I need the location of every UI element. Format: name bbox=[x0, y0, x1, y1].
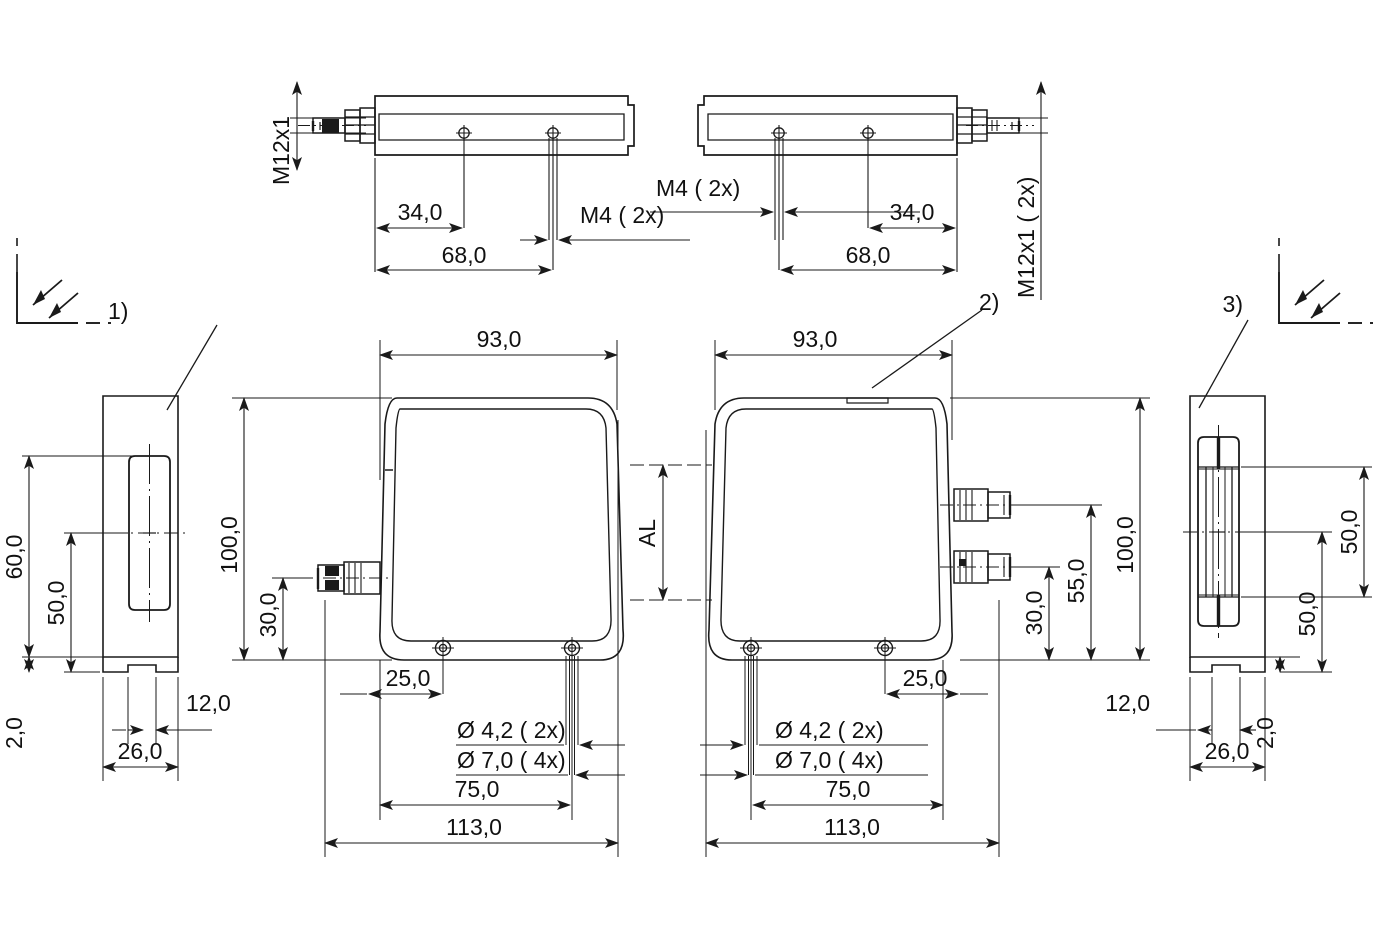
dim-dia70-left: Ø 7,0 ( 4x) bbox=[457, 747, 566, 773]
side-view-right-body bbox=[1183, 395, 1266, 673]
dim-26-right: 26,0 bbox=[1205, 738, 1250, 764]
dim-25-right: 25,0 bbox=[903, 665, 948, 691]
dim-m12x1-right: M12x1 ( 2x) bbox=[1013, 177, 1039, 298]
dim-100-left: 100,0 bbox=[216, 516, 242, 574]
dim-50-right-inner: 50,0 bbox=[1294, 592, 1320, 637]
side-view-right-dimensions bbox=[1156, 319, 1372, 781]
dim-68-left: 68,0 bbox=[442, 242, 487, 268]
front-view-left-body bbox=[300, 397, 625, 820]
front-view-right-dimensions bbox=[630, 309, 1150, 857]
top-view-left-dimensions bbox=[290, 81, 690, 275]
side-view-left-body bbox=[102, 395, 190, 673]
dim-75-left: 75,0 bbox=[455, 776, 500, 802]
dim-12-right: 12,0 bbox=[1105, 690, 1150, 716]
dim-30-right: 30,0 bbox=[1021, 591, 1047, 636]
dim-dia42-left: Ø 4,2 ( 2x) bbox=[457, 717, 566, 743]
view-direction-symbol-left bbox=[16, 238, 111, 324]
dim-93-right: 93,0 bbox=[793, 326, 838, 352]
dim-55-right: 55,0 bbox=[1063, 559, 1089, 604]
dim-100-right: 100,0 bbox=[1112, 516, 1138, 574]
dim-34-right: 34,0 bbox=[890, 199, 935, 225]
dim-25-left: 25,0 bbox=[386, 665, 431, 691]
front-view-left-dimensions bbox=[232, 340, 625, 857]
top-view-right-body bbox=[697, 95, 1034, 272]
dim-26-left: 26,0 bbox=[118, 738, 163, 764]
dim-30-left: 30,0 bbox=[255, 593, 281, 638]
dim-34-left: 34,0 bbox=[398, 199, 443, 225]
dim-68-right: 68,0 bbox=[846, 242, 891, 268]
view-label-1: 1) bbox=[108, 298, 128, 324]
dim-50-left: 50,0 bbox=[43, 581, 69, 626]
dim-50-right-outer: 50,0 bbox=[1336, 510, 1362, 555]
dim-m12x1-left: M12x1 bbox=[268, 116, 294, 185]
dim-113-right: 113,0 bbox=[824, 814, 880, 840]
view-label-2: 2) bbox=[979, 289, 999, 315]
dim-2-right: 2,0 bbox=[1252, 717, 1278, 749]
dim-m4-left: M4 ( 2x) bbox=[580, 202, 664, 228]
view-label-3: 3) bbox=[1223, 291, 1243, 317]
top-view-right-dimensions bbox=[650, 81, 1048, 300]
dim-dia70-right: Ø 7,0 ( 4x) bbox=[775, 747, 884, 773]
dim-60-left: 60,0 bbox=[1, 535, 27, 580]
view-direction-symbol-right bbox=[1278, 238, 1373, 324]
dim-2-left: 2,0 bbox=[1, 717, 27, 749]
dim-m4-right: M4 ( 2x) bbox=[656, 175, 740, 201]
dimension-text-layer: M12x1 34,0 68,0 M4 ( 2x) M12x1 ( 2x) 34,… bbox=[1, 116, 1362, 840]
dim-75-right: 75,0 bbox=[826, 776, 871, 802]
front-view-right-body bbox=[707, 397, 1060, 820]
dim-dia42-right: Ø 4,2 ( 2x) bbox=[775, 717, 884, 743]
dim-93-left: 93,0 bbox=[477, 326, 522, 352]
annotation-al: AL bbox=[634, 519, 660, 547]
dim-113-left: 113,0 bbox=[446, 814, 502, 840]
dim-12-left: 12,0 bbox=[186, 690, 231, 716]
side-view-left-dimensions bbox=[22, 324, 218, 781]
